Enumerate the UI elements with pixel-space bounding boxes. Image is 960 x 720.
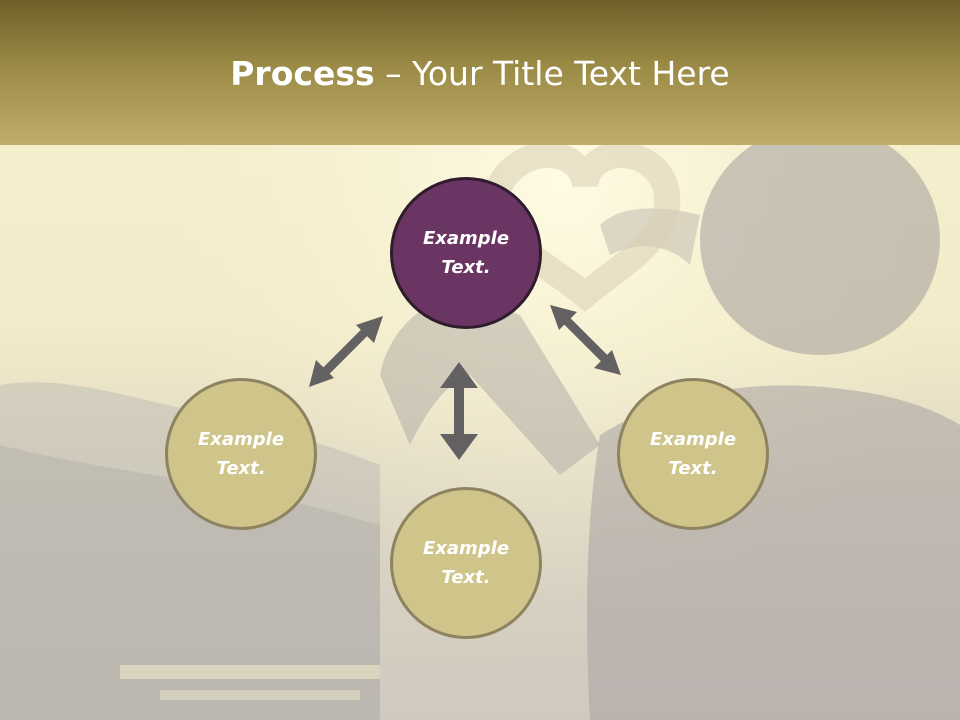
title-bold: Process [230,54,375,93]
double-headed-arrow-icon [309,316,383,387]
double-headed-arrow-icon [440,362,478,460]
double-headed-arrow-icon [550,305,621,375]
node-left-text: Example Text. [197,429,285,479]
process-node-right: Example Text. [617,378,769,530]
process-node-top: Example Text. [390,177,542,329]
node-right-text: Example Text. [649,429,737,479]
slide-title: Process – Your Title Text Here [0,52,960,96]
process-node-left: Example Text. [165,378,317,530]
header-band [0,0,960,145]
node-bottom-text: Example Text. [422,538,510,588]
title-rest: – Your Title Text Here [374,54,730,93]
process-node-bottom: Example Text. [390,487,542,639]
node-top-text: Example Text. [422,228,510,278]
